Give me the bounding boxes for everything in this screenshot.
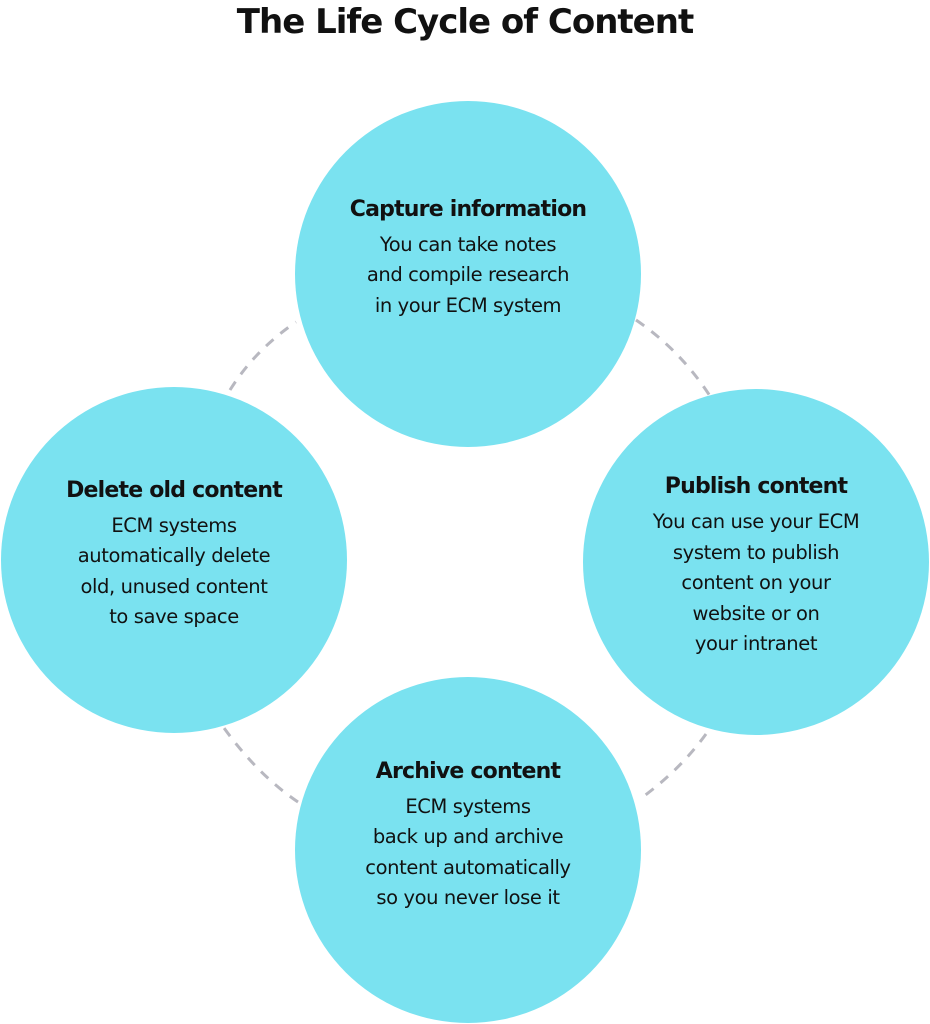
stage-archive-content: Archive content ECM systems back up and … (295, 677, 641, 1023)
stage-heading: Archive content (375, 758, 561, 784)
stage-description: You can take notes and compile research … (366, 232, 570, 317)
stage-heading: Publish content (664, 474, 848, 500)
stage-heading: Capture information (349, 196, 587, 222)
stage-delete-old-content: Delete old content ECM systems automatic… (1, 387, 347, 733)
stage-description: You can use your ECM system to publish c… (652, 510, 860, 656)
stage-heading: Delete old content (66, 477, 283, 503)
connector-publish-to-archive (639, 733, 708, 801)
connector-capture-to-publish (635, 318, 712, 397)
connector-archive-to-delete (222, 727, 299, 804)
diagram-title: The Life Cycle of Content (236, 2, 694, 42)
stage-description: ECM systems automatically delete old, un… (77, 513, 271, 629)
stage-publish-content: Publish content You can use your ECM sys… (583, 389, 929, 735)
stage-capture-information: Capture information You can take notes a… (295, 101, 641, 447)
connector-delete-to-capture (228, 320, 297, 391)
stage-description: ECM systems back up and archive content … (365, 794, 571, 910)
